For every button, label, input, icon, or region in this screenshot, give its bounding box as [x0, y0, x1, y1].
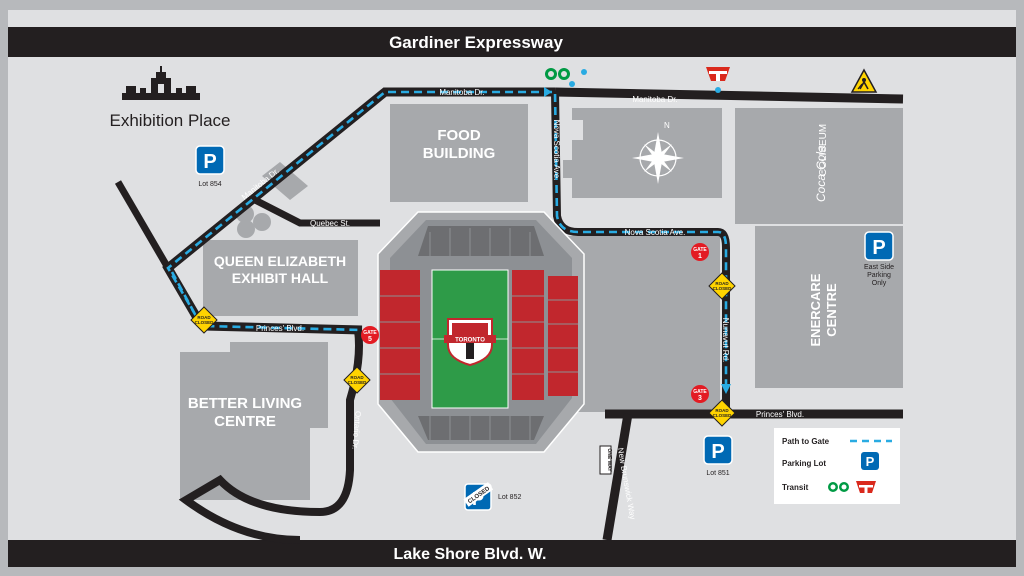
- gate-label: GATE: [363, 330, 377, 336]
- ttc-icon[interactable]: [706, 67, 730, 81]
- street-label-nova-scotia: Nova Scotia Ave.: [625, 228, 686, 237]
- gate-number: 5: [368, 336, 372, 343]
- street-label-princes: Princes' Blvd.: [256, 324, 304, 333]
- crest-text: TORONTO: [455, 338, 485, 344]
- gate-number: 1: [698, 253, 702, 260]
- queen-elizabeth-exhibit-hall: [203, 240, 358, 316]
- construction-warning-icon: [850, 68, 878, 93]
- seat-dividers: [380, 228, 578, 440]
- street-label-manitoba: Manitoba Dr.: [632, 95, 677, 104]
- gardiner-expressway: [8, 27, 1016, 57]
- transit-stop-dot: [581, 69, 587, 75]
- stadium-plaza: [567, 236, 720, 412]
- food-building: [390, 104, 528, 202]
- better-living-centre: [180, 342, 328, 500]
- south-stand: [418, 416, 544, 440]
- gardiner-expressway-label: Gardiner Expressway: [389, 33, 563, 52]
- go-transit-icon[interactable]: [545, 68, 570, 80]
- street-label-manitoba: Manitoba Dr.: [439, 88, 484, 97]
- legend-parking-label: Parking Lot: [782, 459, 826, 468]
- east-upper-stand: [548, 276, 578, 396]
- new-brunswick-way: [602, 413, 633, 541]
- street-label-princes: Princes' Blvd.: [756, 410, 804, 419]
- gate-label: GATE: [693, 247, 707, 253]
- one-way-sign: ONE WAY: [599, 445, 612, 475]
- gate-label: GATE: [693, 389, 707, 395]
- gate-5-marker[interactable]: GATE 5: [361, 326, 379, 344]
- parking-lot-852-closed[interactable]: P CLOSED Lot 852: [463, 482, 521, 511]
- transit-stop-dot: [715, 87, 721, 93]
- legend-parking-icon: [861, 452, 879, 470]
- compass-north-label: N: [664, 121, 670, 130]
- exhibition-place-label: Exhibition Place: [110, 111, 231, 130]
- parking-lot-851[interactable]: P Lot 851: [703, 435, 733, 477]
- legend-transit-label: Transit: [782, 483, 809, 492]
- coca-cola-logo: Coca-Cola: [814, 145, 828, 202]
- legend-parking-symbol: P: [866, 454, 875, 469]
- east-stand: [512, 270, 544, 400]
- lot-label: Lot 851: [706, 470, 729, 477]
- enercare-label: ENERCARECENTRE: [808, 273, 839, 346]
- path-arrow: [544, 87, 552, 97]
- manitoba-drive-east: [554, 87, 904, 104]
- one-way-label: ONE WAY: [606, 448, 612, 472]
- bmo-field-stadium: TORONTO: [377, 211, 585, 453]
- compass-icon: N: [632, 121, 684, 184]
- street-label-nova-scotia: Nova Scotia Ave.: [552, 120, 561, 181]
- street-label-ontario: Ontario Dr.: [350, 411, 362, 450]
- princes-gates-icon: [122, 66, 200, 100]
- lot-label: Lot 852: [498, 494, 521, 501]
- small-building: [262, 162, 308, 200]
- round-structure: [237, 220, 255, 238]
- parking-icon: P: [872, 237, 885, 259]
- gate-1-marker[interactable]: GATE 1: [691, 243, 709, 261]
- gate-3-marker[interactable]: GATE 3: [691, 385, 709, 403]
- parking-icon: P: [711, 441, 724, 463]
- compass-building: [563, 108, 722, 198]
- legend: Path to Gate Parking Lot P Transit: [774, 428, 900, 504]
- parking-icon: P: [203, 151, 216, 173]
- quebec-street: [253, 196, 380, 227]
- coliseum-label: COLISEUM: [818, 124, 829, 176]
- street-label-quebec: Quebec St.: [310, 219, 350, 228]
- exhibition-place-logo: Exhibition Place: [110, 66, 231, 130]
- toronto-fc-crest-icon: TORONTO: [444, 318, 496, 367]
- street-label-nunavut: Nunavut Rd.: [721, 318, 730, 362]
- north-stand: [418, 226, 544, 256]
- round-structure: [253, 213, 271, 231]
- parking-lot-854[interactable]: P Lot 854: [195, 145, 225, 188]
- coliseum-building: [735, 108, 903, 224]
- lake-shore-blvd: [8, 540, 1016, 567]
- path-arrow: [721, 384, 731, 394]
- legend-go-icon: [828, 482, 849, 492]
- lake-shore-blvd-label: Lake Shore Blvd. W.: [394, 546, 547, 563]
- legend-path-label: Path to Gate: [782, 437, 830, 446]
- legend-ttc-icon: [856, 481, 876, 493]
- lot-label: Lot 854: [198, 181, 221, 188]
- transit-stop-dot: [569, 81, 575, 87]
- west-stand: [380, 270, 420, 400]
- gate-number: 3: [698, 395, 702, 402]
